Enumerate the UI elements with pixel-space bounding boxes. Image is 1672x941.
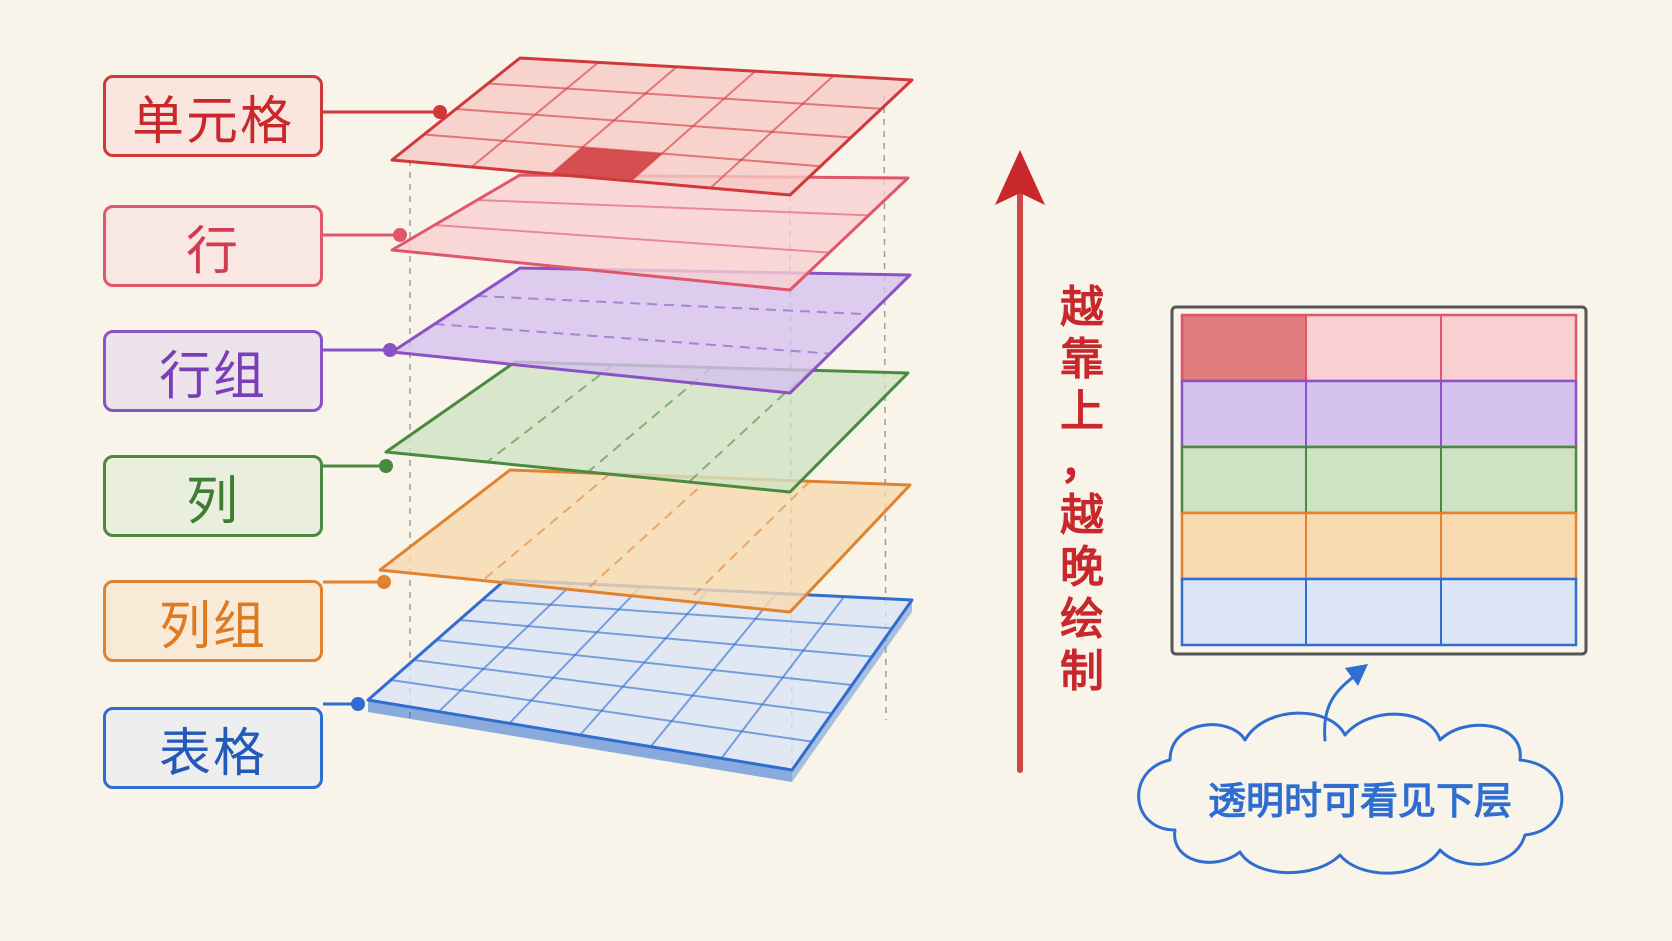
layer-plane <box>390 56 914 197</box>
caption-char: 制 <box>1060 646 1104 697</box>
grid-row-line <box>436 639 853 686</box>
grid-column-line <box>688 369 811 483</box>
preview-row <box>1180 445 1578 515</box>
highlighted-cell <box>551 147 662 181</box>
caption-char: 越 <box>1060 490 1104 541</box>
draw-order-arrow <box>995 150 1045 773</box>
preview-caption: 透明时可看见下层 <box>1207 779 1512 823</box>
layer-stack <box>366 56 914 782</box>
grid-column-line <box>584 476 711 592</box>
callout-arrow-head <box>1345 664 1368 686</box>
grid-row-line <box>459 619 873 658</box>
label-cell: 单元格 <box>103 75 323 157</box>
grid-row-line <box>487 82 882 110</box>
draw-order-caption: 越 靠 上 ， 越 晚 绘 制 <box>1052 282 1112 698</box>
table-slab-side <box>792 600 912 782</box>
grid-row-line <box>482 599 893 630</box>
caption-char: 上 <box>1060 386 1104 437</box>
label-cell-text: 单元格 <box>131 91 294 152</box>
grid-row-line <box>434 323 831 355</box>
connector-dot <box>377 575 391 589</box>
cloud-outline <box>1137 711 1564 875</box>
label-row-group: 行组 <box>103 330 323 412</box>
connector-dot <box>379 459 393 473</box>
caption-char: 晚 <box>1060 542 1104 593</box>
arrow-head <box>995 150 1045 205</box>
grid-row-line <box>477 295 871 316</box>
caption-char: ， <box>1060 438 1104 489</box>
preview-frame <box>1170 305 1588 656</box>
preview-row <box>1180 379 1578 449</box>
preview-highlighted-cell <box>1182 315 1306 381</box>
layer-cell <box>390 56 914 197</box>
caption-char: 越 <box>1060 282 1104 333</box>
connector-dot <box>351 697 365 711</box>
label-column: 列 <box>103 455 323 537</box>
result-preview-table <box>1170 305 1588 656</box>
preview-row <box>1180 511 1578 581</box>
label-row-text: 行 <box>185 221 240 282</box>
grid-row-line <box>434 224 830 254</box>
layer-table <box>366 578 914 782</box>
caption-char: 绘 <box>1060 594 1104 645</box>
preview-row <box>1180 577 1578 647</box>
grid-column-line <box>481 472 611 582</box>
label-table-text: 表格 <box>158 723 267 784</box>
grid-row-line <box>477 199 869 217</box>
label-column-group: 列组 <box>103 580 323 662</box>
label-row: 行 <box>103 205 323 287</box>
layer-plane <box>378 468 912 614</box>
layer-plane <box>384 360 910 494</box>
grid-column-line <box>486 363 614 463</box>
grid-row-line <box>390 679 813 743</box>
connector-dot <box>383 343 397 357</box>
table-slab-front <box>368 700 792 782</box>
grid-row-line <box>413 659 833 715</box>
label-column-group-text: 列组 <box>158 596 267 657</box>
grid-column-line <box>686 480 811 603</box>
layer-column <box>384 360 910 494</box>
preview-callout-cloud <box>1137 664 1564 875</box>
grid-row-line <box>455 108 852 139</box>
label-row-group-text: 行组 <box>158 346 267 407</box>
label-column-text: 列 <box>185 471 240 532</box>
grid-column-line <box>587 366 713 473</box>
label-connectors <box>323 105 447 711</box>
caption-char: 靠 <box>1060 334 1104 385</box>
layer-colgroup <box>378 468 912 614</box>
grid-row-line <box>423 133 821 168</box>
layer-plane <box>366 578 914 772</box>
connector-dot <box>393 228 407 242</box>
label-table: 表格 <box>103 707 323 789</box>
connector-dot <box>433 105 447 119</box>
